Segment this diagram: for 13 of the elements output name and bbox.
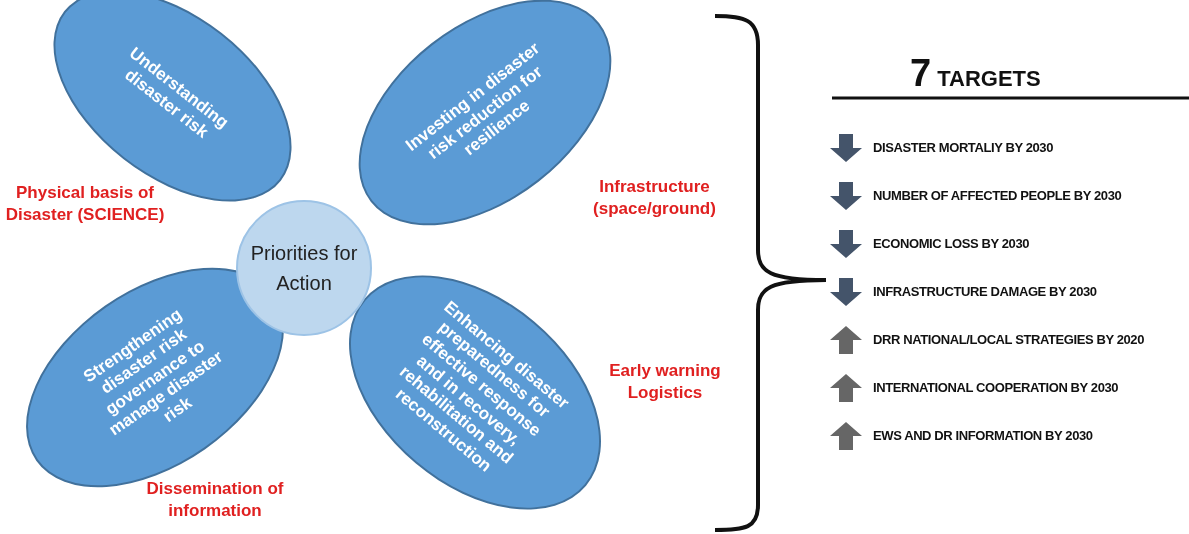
petal-caption: Early warning Logistics	[608, 360, 722, 405]
target-text: DRR NATIONAL/LOCAL STRATEGIES BY 2020	[873, 332, 1144, 347]
target-text: DISASTER MORTALIY BY 2030	[873, 140, 1053, 155]
target-text: INFRASTRUCTURE DAMAGE BY 2030	[873, 284, 1097, 299]
target-text: NUMBER OF AFFECTED PEOPLE BY 2030	[873, 188, 1122, 203]
petal-caption: Dissemination of information	[145, 478, 285, 523]
target-text: ECONOMIC LOSS BY 2030	[873, 236, 1030, 251]
petal-caption: Infrastructure (space/ground)	[592, 176, 717, 221]
target-text: INTERNATIONAL COOPERATION BY 2030	[873, 380, 1119, 395]
targets-heading: 7 TARGETS	[910, 52, 1041, 95]
target-text: EWS AND DR INFORMATION BY 2030	[873, 428, 1093, 443]
petal-caption: Physical basis of Disaster (SCIENCE)	[5, 182, 165, 227]
center-circle: Priorities for Action	[236, 200, 372, 336]
